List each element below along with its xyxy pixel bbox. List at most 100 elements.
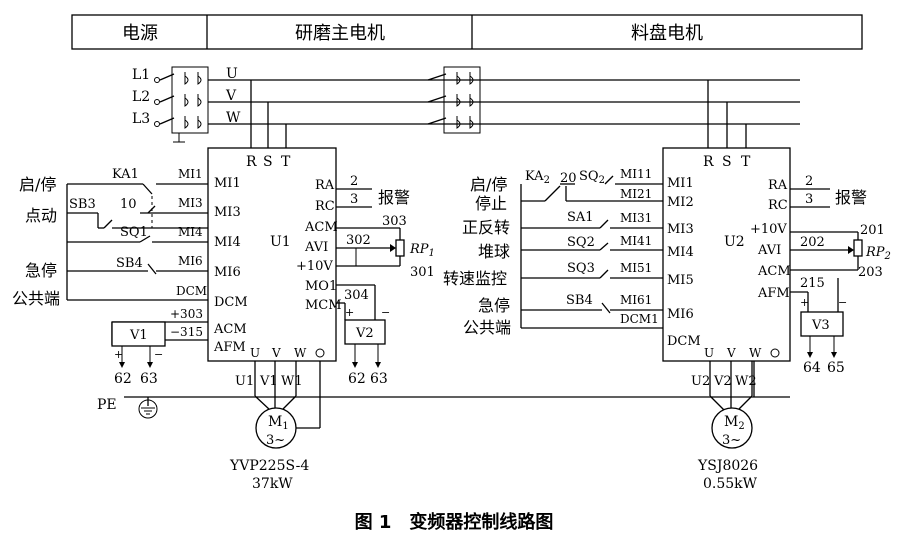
label-estop: 急停 [25,261,57,280]
svg-text:+: + [345,306,354,319]
u1-mcm: MCM [305,298,342,313]
rp2-label: RP2 [865,245,891,262]
u1-acm: ACM [213,322,247,337]
svg-text:DCM: DCM [667,334,701,349]
u1-ground-icon [315,348,325,358]
label-start-stop: 启/停 [19,175,56,194]
header-table: 电源 研磨主电机 料盘电机 [71,14,863,50]
svg-text:203: 203 [858,265,883,280]
v2-terminal-62: 62 [348,371,366,387]
motor-m1: U1 V1 W1 M1 3~ YVP225S-4 37kW [229,361,321,492]
u1-mo1: MO1 [305,279,337,294]
svg-text:M1: M1 [268,414,289,432]
u1-mi3: MI3 [214,205,241,220]
bus-u-label: U [226,66,238,82]
v1-name: V1 [129,328,148,343]
v2-terminal-63: 63 [370,371,388,387]
svg-text:RC: RC [768,198,788,213]
svg-text:MI61: MI61 [620,293,652,307]
svg-text:U: U [704,346,714,360]
meter-v2: V2 + − 62 63 [344,306,390,387]
sb3-label: SB3 [69,197,96,212]
header-feeder-motor: 料盘电机 [631,23,703,44]
svg-text:T: T [741,154,751,170]
svg-text:V2: V2 [713,374,732,389]
svg-text:堆球: 堆球 [478,242,510,261]
phase-l1-label: L1 [132,67,150,83]
u1-acm2: ACM [304,220,338,235]
svg-text:303: 303 [382,214,407,229]
svg-text:M2: M2 [724,414,745,432]
rp1-label: RP1 [409,242,435,259]
figure-caption: 图 1 变频器控制线路图 [355,511,554,533]
svg-text:AFM: AFM [757,286,790,301]
svg-text:MI4: MI4 [667,245,694,260]
svg-text:−: − [838,296,847,309]
svg-text:急停: 急停 [478,296,510,315]
motor1-model: YVP225S-4 [229,458,309,474]
v1-terminal-62: 62 [114,371,132,387]
motor2-model: YSJ8026 [697,458,758,474]
bus-w-label: W [226,110,241,126]
svg-text:−: − [381,306,390,319]
svg-text:MI31: MI31 [620,211,652,225]
mi4-wire: MI4 [178,225,203,239]
u1-10v: +10V [296,259,333,274]
u1-ra: RA [315,178,335,193]
svg-text:停止: 停止 [475,194,507,213]
u2-output-circuit: 2 3 报警 201 202 RP2 203 215 [790,174,891,312]
svg-text:MI2: MI2 [667,195,694,210]
svg-text:MI3: MI3 [667,222,694,237]
svg-text:SQ3: SQ3 [567,261,595,276]
svg-text:正反转: 正反转 [462,218,510,237]
u2-name: U2 [724,234,745,250]
svg-text:U2: U2 [691,374,710,389]
v3-name: V3 [811,318,830,333]
v3-terminal-64: 64 [803,360,821,376]
inverter-u1: R S T MI1 MI3 MI4 MI6 DCM ACM AFM U1 RA … [207,147,342,362]
v1-terminal-63: 63 [140,371,158,387]
svg-text:U1: U1 [235,374,254,389]
svg-text:W: W [749,346,762,360]
svg-text:S: S [722,154,732,170]
sb4-label: SB4 [116,256,143,271]
v1-303: +303 [170,307,203,321]
u1-s: S [263,154,273,170]
pe-line: PE [97,361,790,419]
sq1-label: SQ1 [120,225,148,240]
svg-text:W2: W2 [735,374,757,389]
u1-dcm: DCM [214,295,248,310]
svg-text:MI1: MI1 [667,176,694,191]
mi6-wire: MI6 [178,254,203,268]
u2-ground-icon [770,348,780,358]
u1-alarm: 报警 [378,188,410,207]
svg-text:2: 2 [805,174,813,189]
u1-mi4: MI4 [214,235,241,250]
u1-t: T [281,154,291,170]
mi1-wire: MI1 [178,167,203,181]
svg-text:MI5: MI5 [667,273,694,288]
svg-text:MI6: MI6 [667,307,694,322]
svg-text:V1: V1 [259,374,278,389]
inverter-u2: R S T MI1 MI2 MI3 MI4 MI5 MI6 DCM U2 RA … [662,147,791,362]
svg-text:V: V [726,346,736,360]
u1-mi1: MI1 [214,176,241,191]
svg-text:RA: RA [768,178,788,193]
svg-text:301: 301 [410,265,435,280]
u2-alarm: 报警 [835,188,867,207]
svg-text:ACM: ACM [757,264,791,279]
svg-text:SQ2: SQ2 [567,235,595,250]
u2-input-circuit: 启/停 停止 正反转 堆球 转速监控 急停 公共端 KA2 20 SQ2 MI1… [443,167,663,337]
u1-rc: RC [315,199,335,214]
u1-v: V [271,346,281,360]
svg-text:304: 304 [344,288,369,303]
svg-text:MI11: MI11 [620,167,652,181]
svg-text:转速监控: 转速监控 [443,269,507,288]
wire-10: 10 [120,197,137,212]
u1-input-circuit: 启/停 点动 急停 公共端 KA1 MI1 SB3 10 MI3 SQ1 MI4… [12,167,208,308]
header-grinder-motor: 研磨主电机 [295,23,385,44]
svg-text:SA1: SA1 [567,210,594,225]
pe-label: PE [97,397,117,413]
